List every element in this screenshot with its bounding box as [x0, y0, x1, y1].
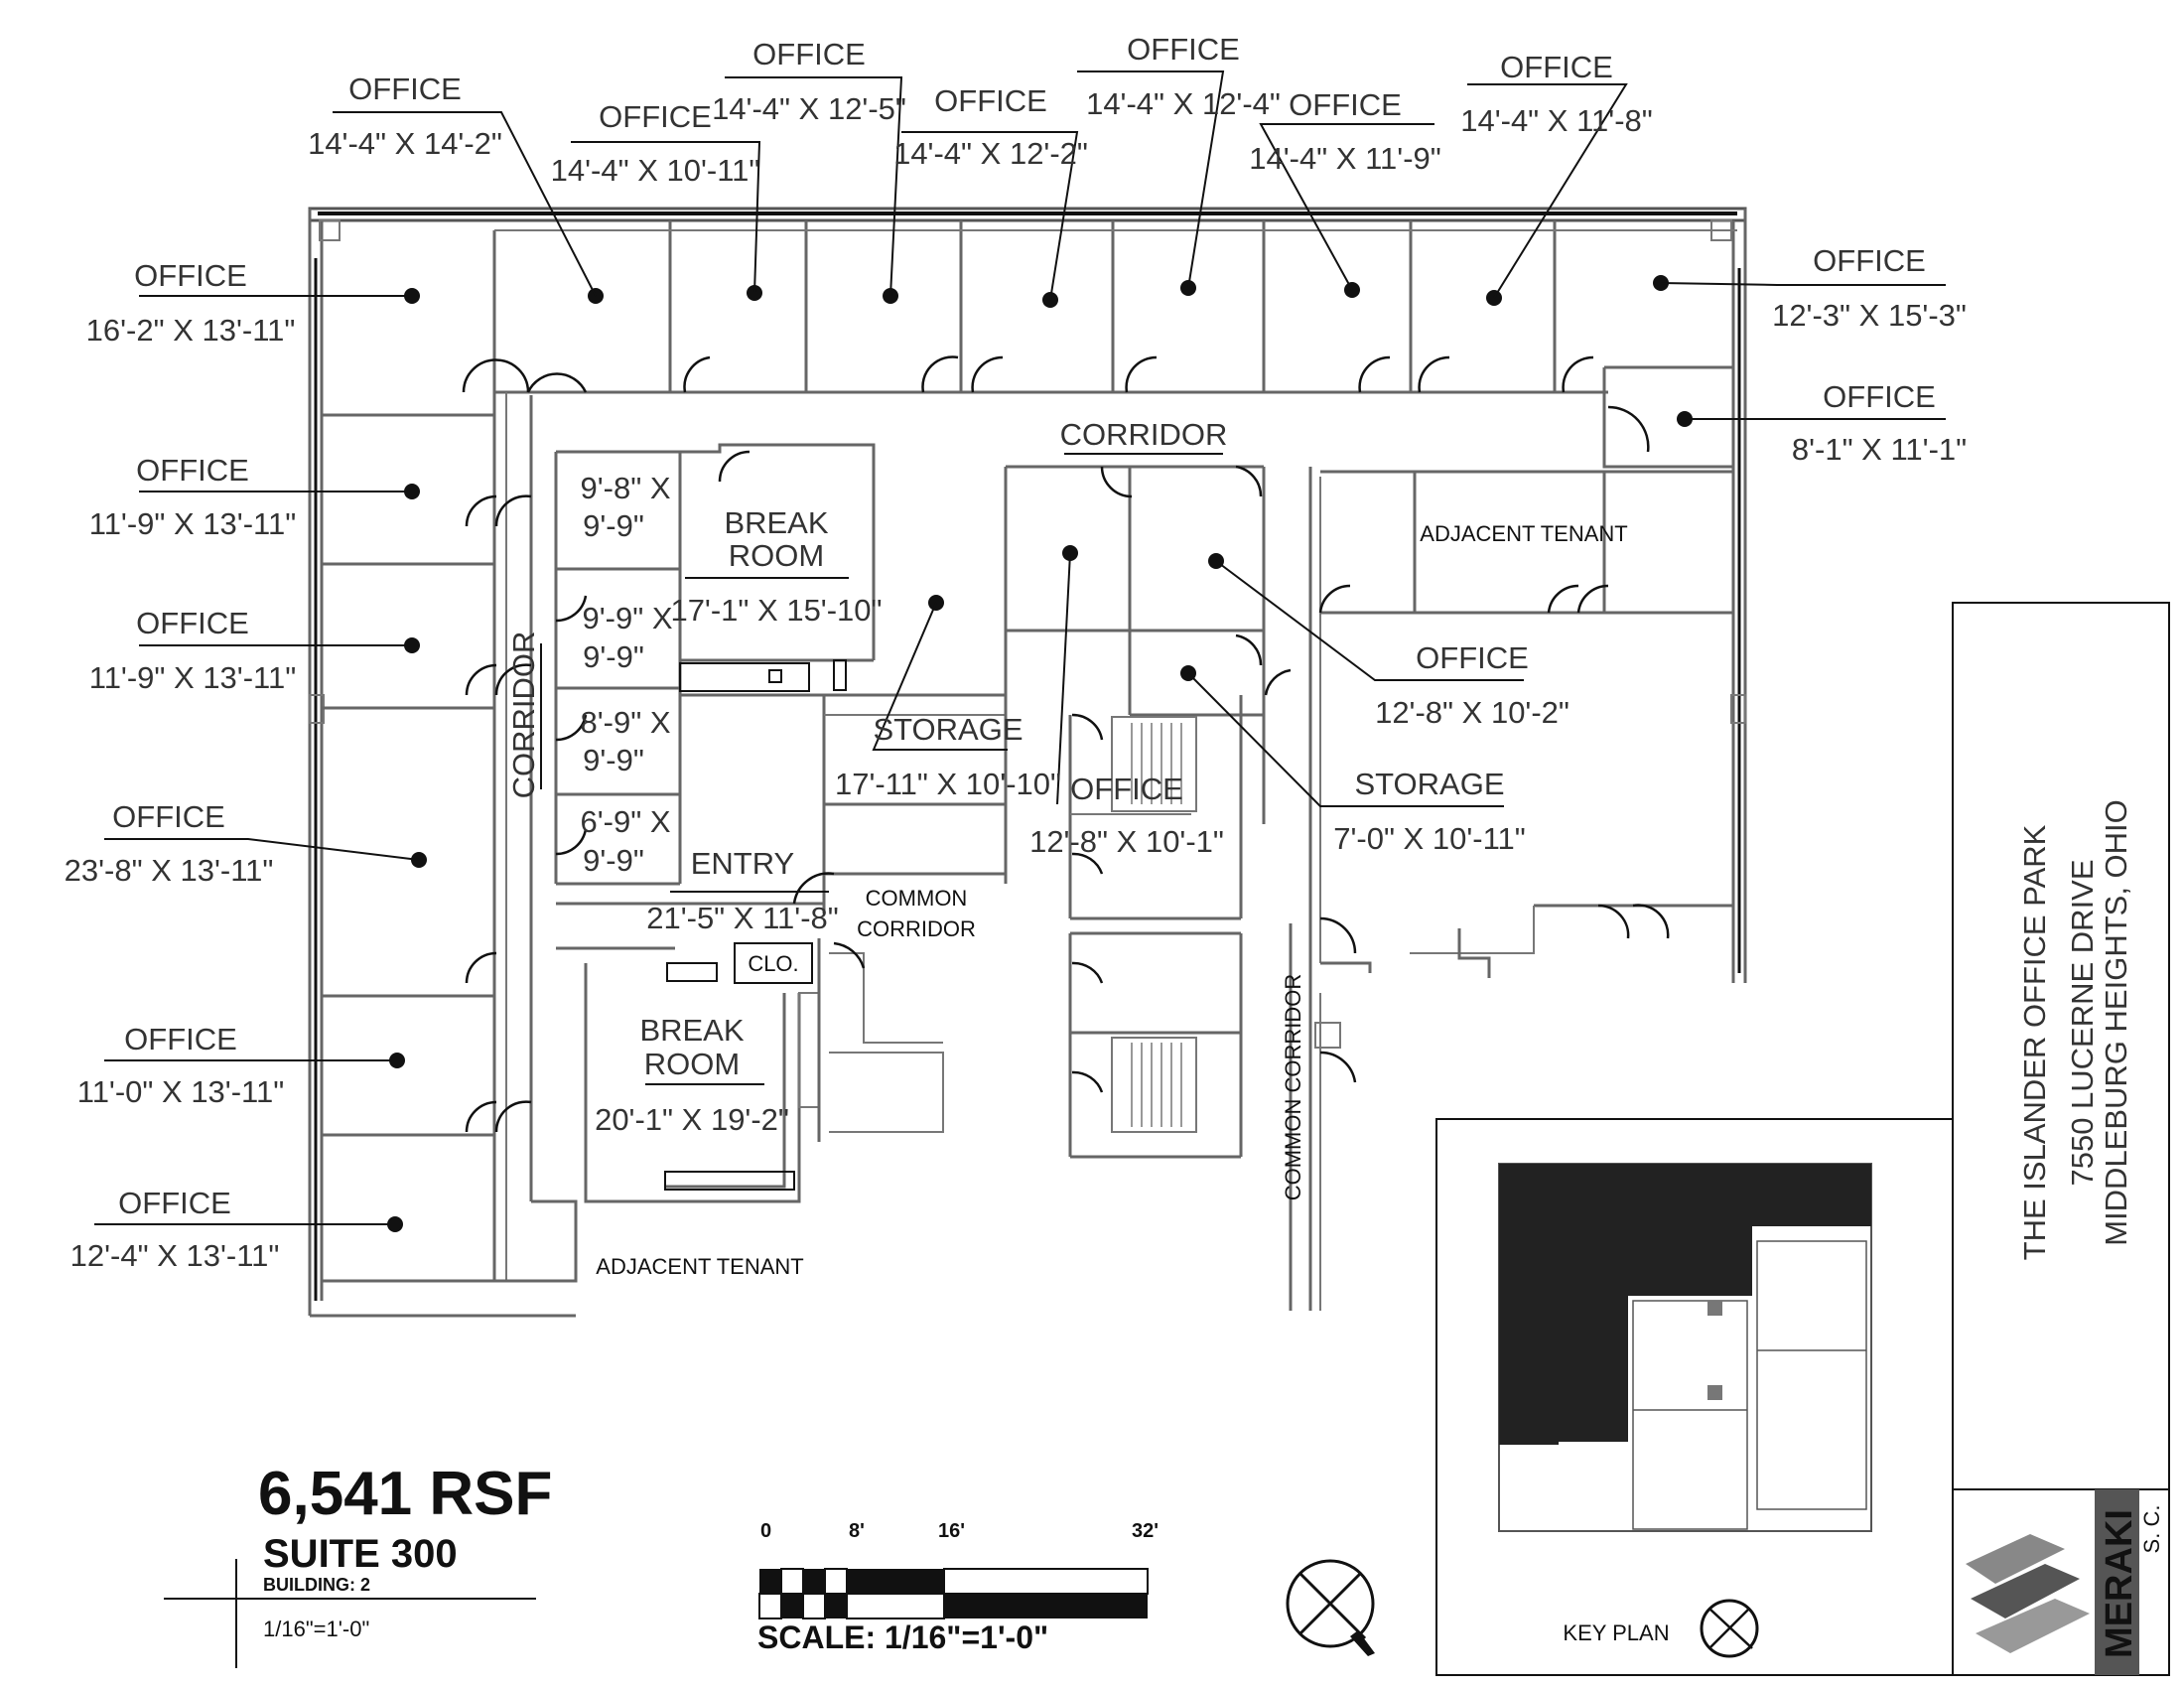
break-room-label: ROOM [644, 1047, 740, 1081]
room-title: OFFICE [1127, 32, 1240, 67]
room-title: OFFICE [599, 99, 712, 134]
room-title: OFFICE [136, 453, 249, 488]
room-title: OFFICE [1416, 640, 1529, 675]
project-address: MIDDLEBURG HEIGHTS, OHIO [2099, 799, 2133, 1246]
room-dims: 14'-4" X 10'-11" [551, 153, 760, 188]
small-room-dims: 8'-9" X [580, 705, 670, 740]
room-title: OFFICE [1070, 772, 1183, 806]
scale-tick: 8' [849, 1520, 865, 1542]
room-dims: 7'-0" X 10'-11" [1333, 821, 1526, 856]
room-dims: 17'-11" X 10'-10" [835, 767, 1061, 801]
suite-heading: SUITE 300 [263, 1532, 458, 1576]
break-room-dims: 17'-1" X 15'-10" [670, 593, 882, 628]
room-dims: 12'-4" X 13'-11" [70, 1238, 280, 1273]
brand-logo: MERAKI [2099, 1509, 2140, 1658]
room-dims: 14'-4" X 14'-2" [308, 126, 502, 161]
room-dims: 11'-9" X 13'-11" [89, 506, 296, 541]
corridor-label: CORRIDOR [1060, 417, 1228, 452]
room-dims: 14'-4" X 12'-5" [712, 91, 906, 126]
room-dims: 11'-0" X 13'-11" [77, 1074, 284, 1109]
room-dims: 14'-4" X 11'-9" [1249, 141, 1441, 176]
room-title: ENTRY [691, 846, 795, 881]
room-dims: 12'-3" X 15'-3" [1772, 298, 1967, 333]
room-title: OFFICE [348, 71, 462, 106]
break-room-label: ROOM [729, 538, 824, 573]
room-dims: 11'-9" X 13'-11" [89, 660, 296, 695]
rsf-heading: 6,541 RSF [258, 1460, 552, 1528]
common-corridor-label: COMMON [866, 886, 968, 911]
project-name: THE ISLANDER OFFICE PARK [2017, 824, 2052, 1260]
key-plan: KEY PLAN [1435, 1118, 1954, 1676]
room-title: OFFICE [134, 258, 247, 293]
room-title: OFFICE [124, 1022, 237, 1056]
room-labels: OFFICE 14'-4" X 14'-2" OFFICE 14'-4" X 1… [65, 32, 1968, 1279]
room-title: STORAGE [873, 712, 1023, 747]
room-dims: 14'-4" X 12'-4" [1086, 86, 1281, 121]
small-room-dims: 9'-9" [583, 743, 644, 777]
room-title: OFFICE [118, 1186, 231, 1220]
room-title: OFFICE [1813, 243, 1926, 278]
break-room-label: BREAK [724, 505, 828, 540]
room-dims: 16'-2" X 13'-11" [86, 313, 296, 348]
small-room-dims: 9'-9" [583, 639, 644, 674]
room-title: OFFICE [752, 37, 866, 71]
key-plan-label: KEY PLAN [1563, 1620, 1669, 1645]
room-dims: 14'-4" X 11'-8" [1460, 103, 1653, 138]
corridor-label: CORRIDOR [506, 632, 541, 799]
room-dims: 12'-8" X 10'-1" [1029, 824, 1224, 859]
room-title: STORAGE [1354, 767, 1504, 801]
leaders [94, 70, 1946, 1232]
project-address: 7550 LUCERNE DRIVE [2065, 859, 2100, 1186]
room-dims: 14'-4" X 12'-2" [893, 136, 1088, 171]
small-room-dims: 9'-9" X [582, 601, 672, 635]
brand-small: S. C. [2139, 1505, 2164, 1554]
adjacent-tenant-label: ADJACENT TENANT [596, 1254, 803, 1279]
room-dims: 8'-1" X 11'-1" [1792, 432, 1967, 467]
common-corridor-vertical-label: COMMON CORRIDOR [1281, 974, 1305, 1201]
scale-tick: 0 [760, 1520, 771, 1542]
building-label: BUILDING: 2 [263, 1575, 370, 1595]
small-room-dims: 9'-8" X [580, 471, 670, 505]
closet-label: CLO. [748, 951, 798, 976]
scale-tick: 16' [938, 1520, 965, 1542]
project-title-box: THE ISLANDER OFFICE PARK 7550 LUCERNE DR… [1952, 602, 2170, 1676]
adjacent-tenant-label: ADJACENT TENANT [1420, 521, 1627, 546]
doors [462, 355, 1670, 1133]
small-room-dims: 9'-9" [583, 843, 644, 878]
title-block: 6,541 RSF SUITE 300 BUILDING: 2 1/16"=1'… [164, 1460, 552, 1668]
room-dims: 12'-8" X 10'-2" [1375, 695, 1570, 730]
scale-caption: SCALE: 1/16"=1'-0" [757, 1619, 1048, 1655]
break-room-dims: 20'-1" X 19'-2" [595, 1102, 789, 1137]
room-dims: 23'-8" X 13'-11" [65, 853, 274, 888]
scale-bar: 0 8' 16' 32' SCALE: 1/16"=1'-0" [757, 1520, 1159, 1655]
room-dims: 21'-5" X 11'-8" [646, 901, 839, 935]
break-room-label: BREAK [639, 1013, 744, 1048]
north-arrow-icon [1286, 1559, 1375, 1656]
room-title: OFFICE [1289, 87, 1402, 122]
room-title: OFFICE [934, 83, 1047, 118]
common-corridor-label: CORRIDOR [857, 916, 976, 941]
scale-small-label: 1/16"=1'-0" [263, 1617, 369, 1641]
small-room-dims: 6'-9" X [580, 804, 670, 839]
room-title: OFFICE [1823, 379, 1936, 414]
room-title: OFFICE [1500, 50, 1613, 84]
scale-tick: 32' [1132, 1520, 1159, 1542]
small-room-dims: 9'-9" [583, 508, 644, 543]
room-title: OFFICE [136, 606, 249, 640]
room-title: OFFICE [112, 799, 225, 834]
